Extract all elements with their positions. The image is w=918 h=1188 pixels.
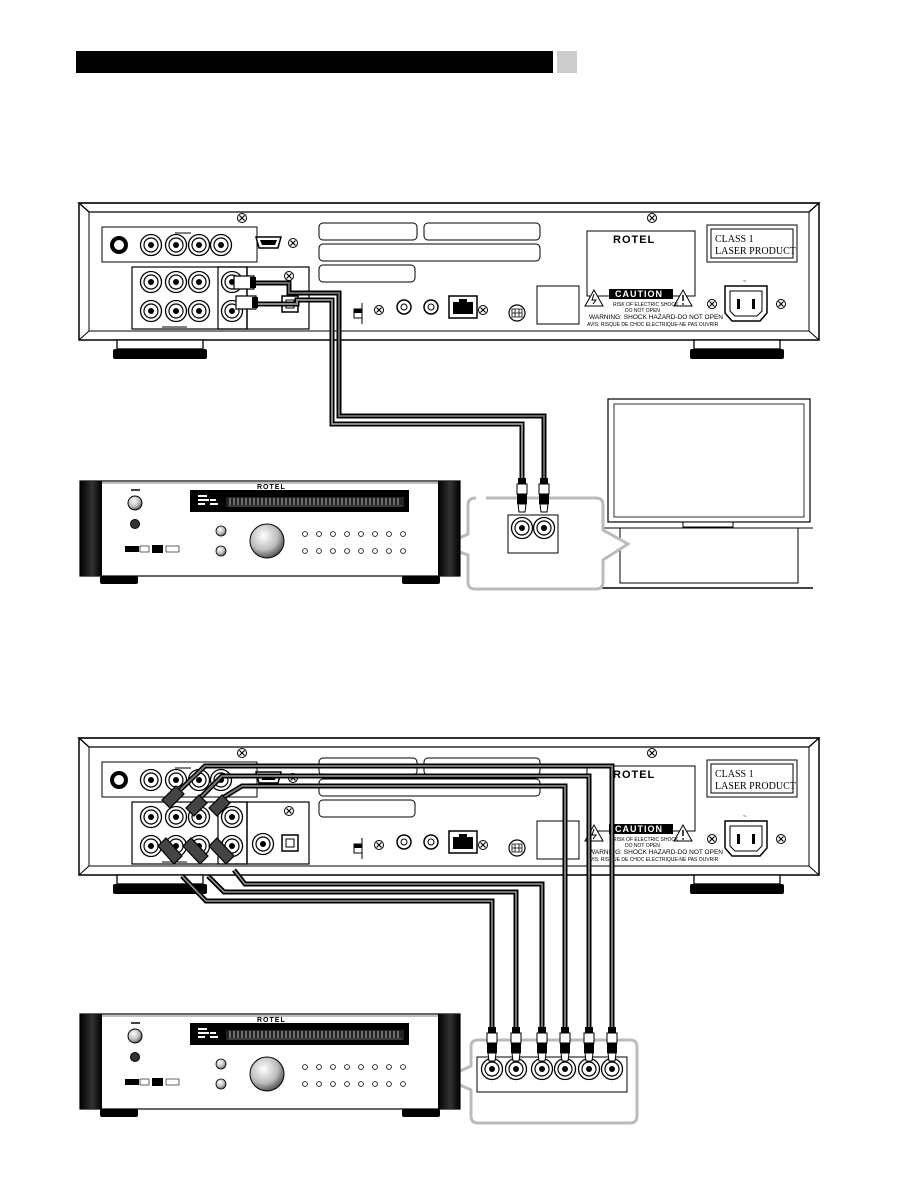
laser-label-line2-top: LASER PRODUCT — [715, 246, 796, 257]
ac-symbol-top: ~ — [743, 279, 747, 285]
amplifier-front-bottom: ROTEL — [80, 1014, 460, 1117]
ac-symbol-bottom: ~ — [743, 814, 747, 820]
section-header-bar — [76, 51, 553, 73]
caution-label-bottom: CAUTION — [615, 824, 663, 834]
tv-input-callout — [437, 496, 631, 591]
caution-sub1-bottom: RISK OF ELECTRIC SHOCK — [613, 837, 679, 843]
caution-sub2-top: DO NOT OPEN — [625, 308, 660, 314]
warning-en-top: WARNING: SHOCK HAZARD-DO NOT OPEN — [589, 314, 723, 321]
amp-brand-bottom: ROTEL — [257, 1017, 286, 1024]
caution-sub2-bottom: DO NOT OPEN — [625, 843, 660, 849]
warning-fr-top: AVIS: RISQUE DE CHOC ELECTRIQUE-NE PAS O… — [587, 322, 719, 328]
amplifier-front-top: ROTEL — [80, 481, 460, 584]
warning-en-bottom: WARNING: SHOCK HAZARD-DO NOT OPEN — [589, 849, 723, 856]
caution-label-top: CAUTION — [615, 289, 663, 299]
multichannel-cables — [157, 763, 615, 1050]
laser-label-line1-top: CLASS 1 — [715, 234, 754, 245]
player-brand-top: ROTEL — [613, 234, 655, 246]
video-cable-pair — [233, 275, 547, 478]
section-header-tab — [557, 51, 577, 73]
caution-sub1-top: RISK OF ELECTRIC SHOCK — [613, 302, 679, 308]
television — [602, 398, 813, 589]
player-brand-bottom: ROTEL — [613, 769, 655, 781]
player-back-panel-bottom: ROTEL CLASS 1 LASER PRODUCT CAUTION RISK… — [79, 738, 819, 894]
laser-label-line2-bottom: LASER PRODUCT — [715, 781, 796, 792]
warning-fr-bottom: AVIS: RISQUE DE CHOC ELECTRIQUE-NE PAS O… — [587, 857, 719, 863]
amp-brand-top: ROTEL — [257, 484, 286, 491]
player-back-panel-top: ROTEL CLASS 1 LASER PRODUCT CAUTION RISK… — [79, 203, 819, 359]
laser-label-line1-bottom: CLASS 1 — [715, 769, 754, 780]
